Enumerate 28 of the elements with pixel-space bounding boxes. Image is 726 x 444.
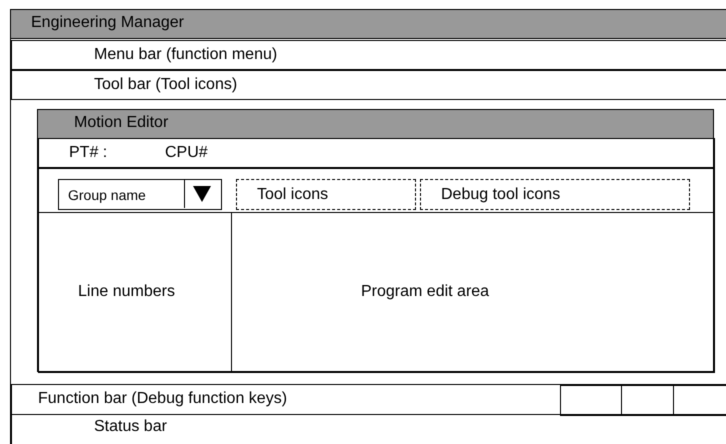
window-title: Motion Editor — [74, 114, 168, 132]
icon-group-area — [236, 179, 416, 210]
pane-label: Line numbers — [78, 283, 175, 301]
bar-label: Function bar (Debug function keys) — [38, 390, 288, 408]
area-label: Debug tool icons — [441, 186, 560, 204]
window-title: Engineering Manager — [31, 14, 184, 32]
pane — [673, 385, 726, 416]
bar-label: Status bar — [94, 418, 167, 436]
bar-panel — [38, 138, 715, 168]
dropdown-label: Group name — [68, 186, 146, 204]
pane — [38, 212, 232, 373]
pane-label: Program edit area — [361, 283, 490, 301]
bar-label: Tool bar (Tool icons) — [94, 76, 238, 94]
field-label: PT# : — [69, 144, 108, 162]
toolbar-row — [38, 168, 715, 213]
icon-group-area — [420, 179, 690, 210]
pane — [560, 385, 622, 416]
area-label: Tool icons — [257, 186, 328, 204]
bar-panel — [11, 40, 726, 70]
bar-label: Menu bar (function menu) — [94, 46, 278, 64]
field-label: CPU# — [165, 144, 208, 162]
bar-panel — [11, 384, 726, 415]
pane — [621, 385, 674, 416]
pane — [231, 212, 715, 373]
bar-panel — [11, 70, 726, 100]
window-panel — [10, 9, 726, 444]
window-panel — [37, 109, 714, 372]
dropdown-field — [58, 179, 222, 210]
